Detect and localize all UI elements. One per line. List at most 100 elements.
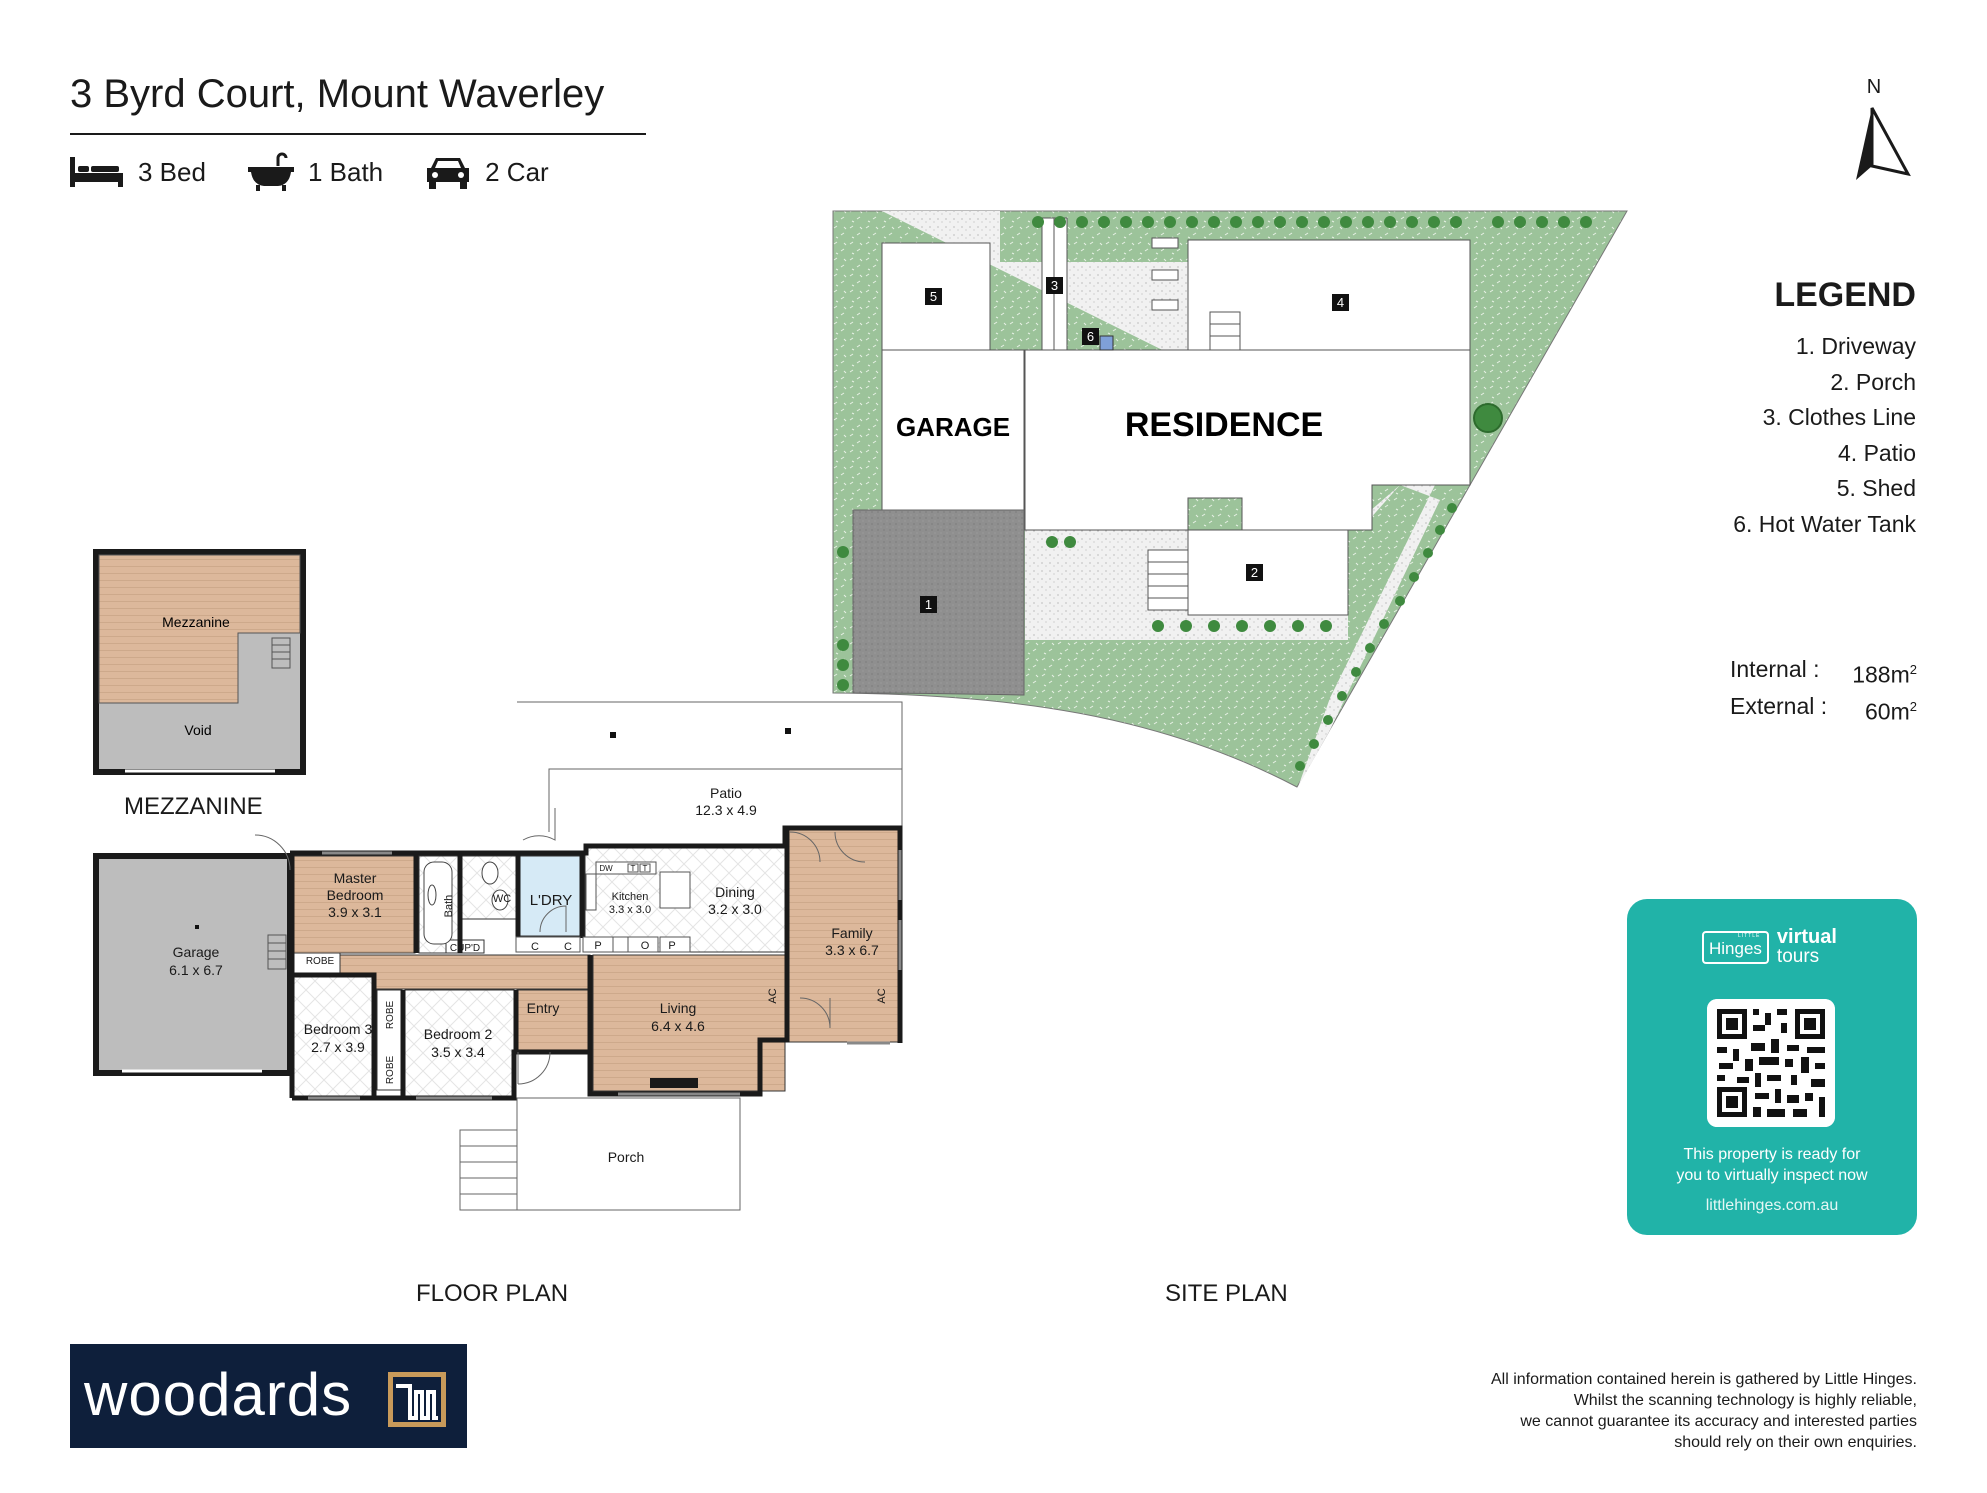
- legend-item-driveway: 1. Driveway: [1795, 333, 1916, 359]
- area-summary: Internal : 188m2 External : 60m2: [1730, 654, 1917, 727]
- fp-bed2-name: Bedroom 2: [424, 1026, 493, 1042]
- virtual-tour-card[interactable]: Hinges virtual tours This property is re…: [1627, 899, 1917, 1235]
- fp-hallway: [339, 954, 591, 990]
- floor-plan: Garage 6.1 x 6.7 Master Bedroom 3.9 x 3.…: [93, 701, 903, 1211]
- fp-bed2-dim: 3.5 x 3.4: [431, 1044, 485, 1060]
- fp-ac-family: AC: [876, 988, 888, 1003]
- fp-porch-label: Porch: [608, 1149, 645, 1165]
- fp-cupd-label: CUP'D: [450, 943, 480, 954]
- hinges-wordmark: Hinges: [1702, 930, 1769, 964]
- disclaimer-line4: should rely on their own enquiries.: [1674, 1434, 1917, 1451]
- mezzanine-caption: MEZZANINE: [124, 793, 263, 820]
- legend-item-hot-water-tank: 6. Hot Water Tank: [1733, 510, 1916, 537]
- woodards-wordmark: woodards: [84, 1361, 353, 1428]
- mezzanine-void-label: Void: [184, 722, 211, 738]
- fp-ac-living: AC: [767, 988, 779, 1003]
- fp-laundry-label: L'DRY: [530, 892, 573, 909]
- vt-message-line2: you to virtually inspect now: [1676, 1167, 1868, 1184]
- north-arrow-icon: [1856, 107, 1911, 180]
- site-marker-hot-water-tank: 6: [1087, 329, 1094, 344]
- fp-master-name-1: Master: [334, 870, 377, 886]
- fp-pantry-p1: P: [594, 940, 601, 952]
- fp-robe-master-label: ROBE: [306, 956, 335, 967]
- vt-message: This property is ready for you to virtua…: [1627, 1144, 1917, 1186]
- fp-bed3-name: Bedroom 3: [304, 1021, 373, 1037]
- site-driveway: [852, 509, 1025, 696]
- vt-url-link[interactable]: littlehinges.com.au: [1705, 1197, 1839, 1214]
- site-marker-patio: 4: [1337, 295, 1344, 310]
- woodards-logo: woodards: [70, 1344, 467, 1448]
- site-plan: GARAGE RESIDENCE 1 2 3 4 5 6: [832, 210, 1628, 788]
- area-unit-sup: 2: [1909, 662, 1917, 677]
- fp-wc-label: WC: [493, 893, 511, 905]
- area-internal-label: Internal :: [1730, 656, 1820, 682]
- vt-tours-word: tours: [1776, 946, 1820, 967]
- disclaimer-line1: All information contained herein is gath…: [1490, 1371, 1917, 1388]
- woodards-monogram-icon: [388, 1372, 446, 1427]
- fp-robe-bed3-label: ROBE: [385, 1001, 396, 1030]
- site-residence-label: RESIDENCE: [1125, 406, 1323, 444]
- site-hot-water-tank: [1099, 335, 1114, 351]
- site-marker-porch: 2: [1251, 565, 1258, 580]
- bath-icon: [247, 152, 294, 191]
- feature-bed: 3 Bed: [70, 155, 206, 189]
- fp-garage: [93, 853, 293, 1076]
- area-unit-sup: 2: [1909, 698, 1917, 714]
- site-marker-shed: 5: [930, 289, 937, 304]
- fp-pantry-p2: P: [668, 940, 675, 952]
- fp-entry-label: Entry: [527, 1000, 560, 1016]
- site-garage-label: GARAGE: [896, 412, 1010, 442]
- property-features: 3 Bed 1 Bath 2 Car: [70, 152, 591, 192]
- vt-message-line1: This property is ready for: [1683, 1146, 1861, 1163]
- fp-master-dim: 3.9 x 3.1: [328, 904, 382, 920]
- fp-bed3-dim: 2.7 x 3.9: [311, 1039, 365, 1055]
- fp-patio-name: Patio: [710, 785, 742, 801]
- feature-car-label: 2 Car: [485, 156, 549, 187]
- feature-bath: 1 Bath: [247, 152, 384, 192]
- fp-garage-name: Garage: [173, 944, 220, 960]
- disclaimer: All information contained herein is gath…: [1397, 1369, 1917, 1453]
- fp-master-name-2: Bedroom: [327, 887, 384, 903]
- fp-patio-outline: [517, 701, 903, 832]
- area-external: External : 60m2: [1730, 691, 1917, 728]
- site-marker-clothes-line: 3: [1051, 278, 1058, 293]
- qr-code-icon[interactable]: [1707, 999, 1835, 1127]
- disclaimer-line2: Whilst the scanning technology is highly…: [1573, 1392, 1917, 1409]
- property-address: 3 Byrd Court, Mount Waverley: [70, 72, 605, 116]
- area-external-label: External :: [1730, 692, 1828, 719]
- site-markers: 1 2 3 4 5 6: [920, 277, 1349, 613]
- fp-living-dim: 6.4 x 4.6: [651, 1018, 705, 1034]
- fp-dining-name: Dining: [715, 884, 755, 900]
- area-internal-value: 188m: [1852, 661, 1910, 688]
- fp-family-name: Family: [831, 925, 872, 941]
- vt-virtual-word: virtual: [1776, 926, 1837, 948]
- area-internal: Internal : 188m2: [1730, 654, 1917, 691]
- fp-cupboard-c2: C: [564, 941, 572, 953]
- fp-dishwasher: DW: [599, 864, 613, 873]
- fp-patio-dim: 12.3 x 4.9: [695, 802, 757, 818]
- site-porch: [1187, 529, 1349, 616]
- feature-bed-label: 3 Bed: [138, 156, 206, 187]
- bed-icon: [70, 157, 123, 187]
- area-external-value: 60m: [1865, 698, 1910, 725]
- site-plan-caption: SITE PLAN: [1165, 1280, 1288, 1307]
- little-hinges-logo: Hinges virtual tours: [1702, 927, 1837, 967]
- fp-appliance-t2: T: [643, 864, 648, 873]
- fp-kitchen-name: Kitchen: [612, 891, 649, 903]
- fp-kitchen-dim: 3.3 x 3.0: [609, 904, 651, 916]
- title-underline: [70, 133, 646, 135]
- fp-entry: [516, 989, 591, 1051]
- fp-bath-label: Bath: [443, 895, 455, 918]
- floor-plan-caption: FLOOR PLAN: [416, 1280, 569, 1307]
- fp-cupd: [445, 939, 485, 954]
- disclaimer-line3: we cannot guarantee its accuracy and int…: [1520, 1413, 1917, 1430]
- car-icon: [427, 158, 470, 189]
- fp-porch: [516, 1097, 741, 1211]
- legend-item-shed: 5. Shed: [1836, 475, 1916, 501]
- legend-title: LEGEND: [1774, 276, 1916, 314]
- legend-item-clothes-line: 3. Clothes Line: [1762, 404, 1916, 430]
- fp-oven-o: O: [641, 940, 650, 952]
- fp-dining-dim: 3.2 x 3.0: [708, 901, 762, 917]
- feature-bath-label: 1 Bath: [307, 156, 384, 187]
